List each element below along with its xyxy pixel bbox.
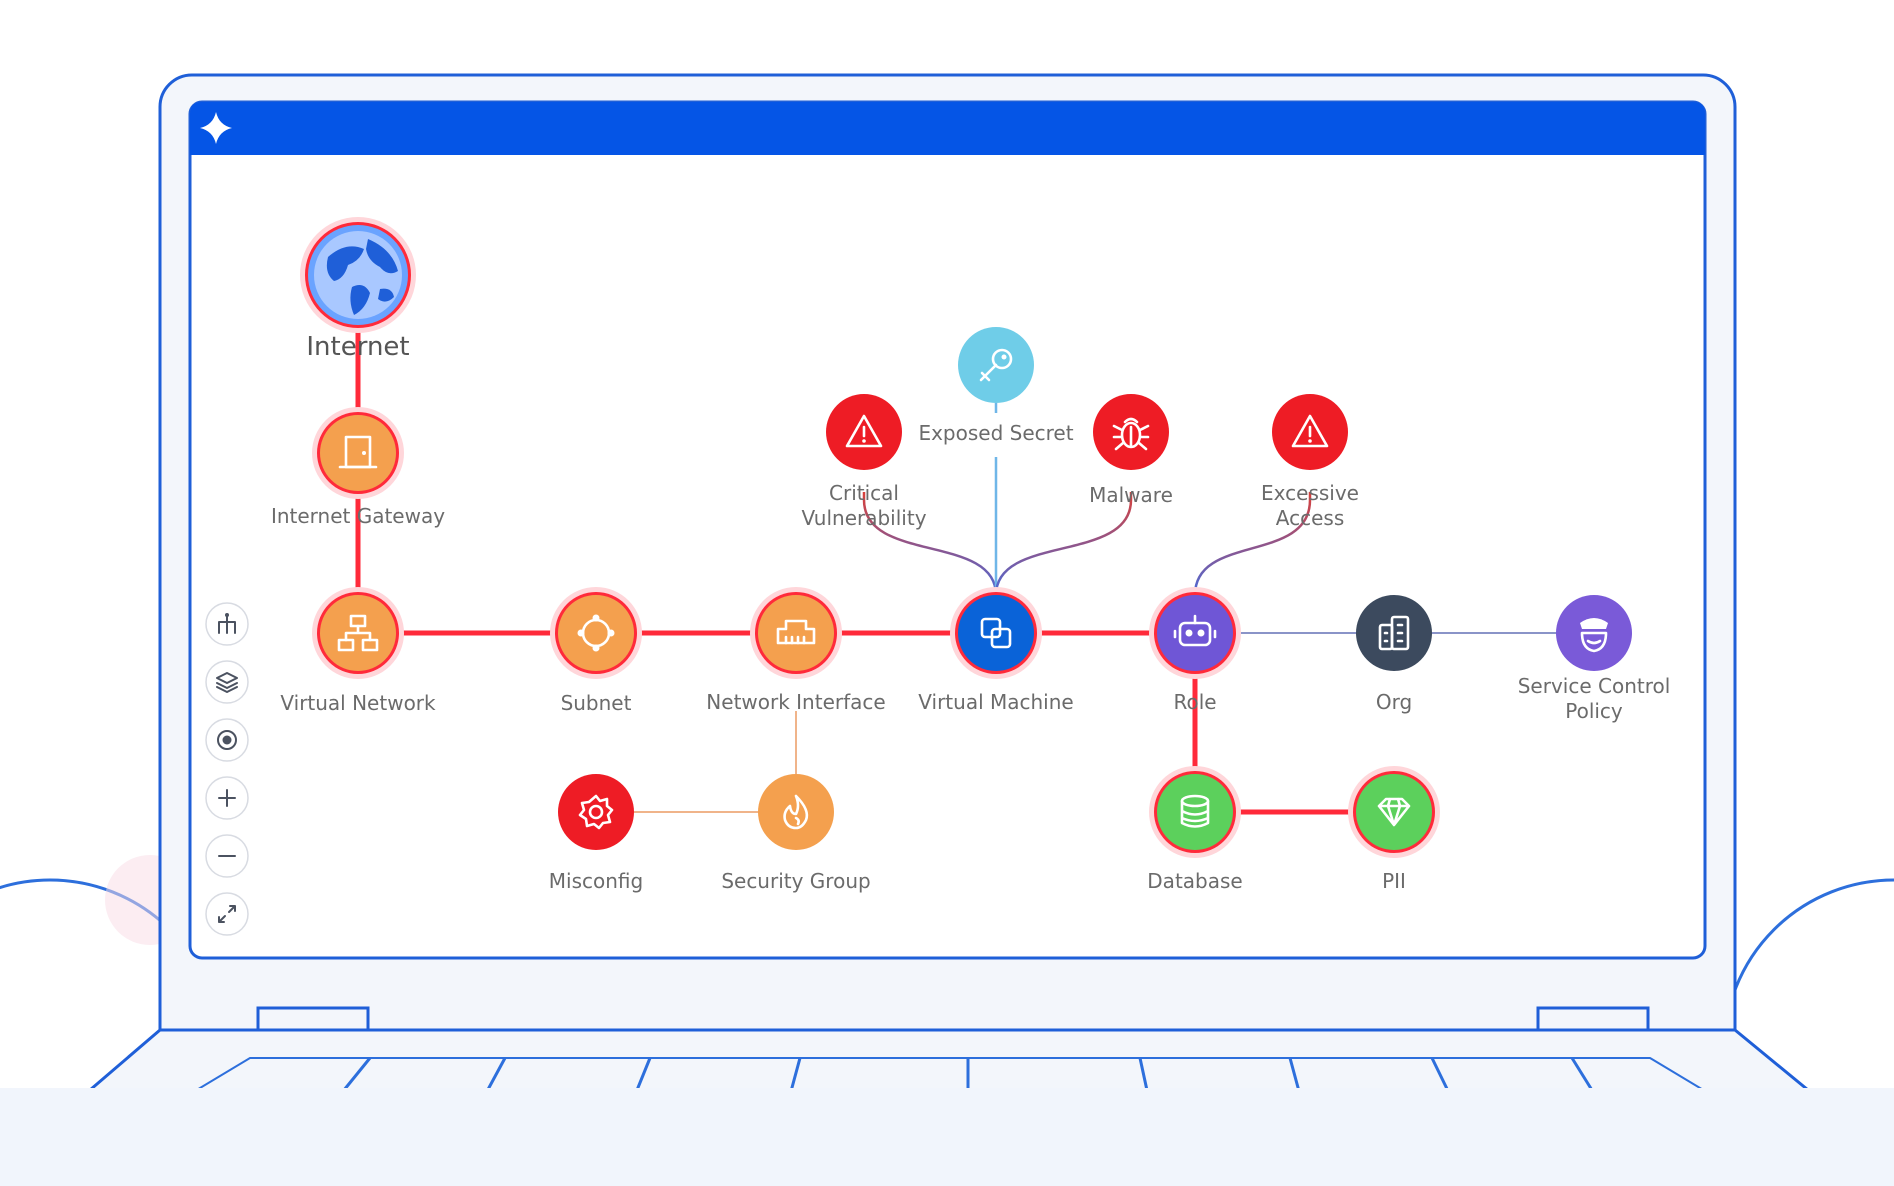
node-pii[interactable]: PII [1348,766,1440,893]
database-icon [1180,794,1210,828]
node-label-service-control-policy: Policy [1565,699,1623,723]
node-label-virtual-network: Virtual Network [280,691,436,715]
node-security-group[interactable]: Security Group [721,774,871,893]
sparkle-logo-icon[interactable] [200,112,232,144]
node-role[interactable]: Role [1149,587,1241,714]
node-network-interface[interactable]: Network Interface [706,587,886,714]
node-label-internet-gateway: Internet Gateway [271,504,445,528]
focus-button[interactable] [205,718,249,762]
node-label-critical-vulnerability: Vulnerability [801,506,926,530]
warning-icon [845,414,883,448]
hierarchy-icon [218,613,236,634]
node-label-security-group: Security Group [721,869,870,893]
robot-icon [1173,614,1217,647]
node-internet-gateway[interactable]: Internet Gateway [271,407,445,528]
expand-icon [218,905,236,923]
node-label-misconfig: Misconfig [549,869,643,893]
node-virtual-network[interactable]: Virtual Network [280,587,436,715]
plus-icon [218,789,236,807]
node-misconfig[interactable]: Misconfig [549,774,643,893]
node-label-critical-vulnerability: Critical [829,481,899,505]
edge-excessive-access-to-role [1193,492,1312,596]
node-label-network-interface: Network Interface [706,690,885,714]
subnet-icon [577,614,615,652]
node-label-excessive-access: Access [1276,506,1344,530]
globe-icon [314,231,402,319]
door-icon [338,435,378,469]
target-icon [217,730,237,750]
node-label-subnet: Subnet [561,691,632,715]
copy-icon [980,617,1012,649]
ethernet-icon [776,619,816,645]
key-icon [979,348,1013,382]
node-label-malware: Malware [1089,483,1173,507]
edge-critical-vulnerability-to-virtual-machine [862,492,998,596]
graph-controls [205,602,249,936]
screen [188,100,1707,960]
node-label-virtual-machine: Virtual Machine [918,690,1073,714]
police-icon [1580,618,1608,653]
node-database[interactable]: Database [1147,766,1243,893]
node-label-exposed-secret: Exposed Secret [918,421,1073,445]
layout-button[interactable] [205,602,249,646]
app-header-bar [190,102,1705,155]
zoom-in-button[interactable] [205,776,249,820]
node-internet[interactable]: Internet [300,217,416,362]
node-virtual-machine[interactable]: Virtual Machine [918,587,1074,714]
layers-icon [216,672,238,693]
node-label-internet: Internet [306,332,409,362]
flame-icon [783,794,809,830]
bug-icon [1112,417,1150,451]
diamond-icon [1377,797,1411,827]
node-label-pii: PII [1382,869,1406,893]
fit-button[interactable] [205,892,249,936]
layers-button[interactable] [205,660,249,704]
node-label-org: Org [1376,690,1412,714]
node-label-excessive-access: Excessive [1261,481,1359,505]
building-icon [1378,615,1410,651]
footer-strip [0,1088,1894,1186]
warning-icon [1291,414,1329,448]
gear-icon [578,794,614,830]
node-org[interactable]: Org [1356,595,1432,714]
node-subnet[interactable]: Subnet [550,587,642,715]
node-exposed-secret[interactable]: Exposed Secret [918,327,1074,445]
zoom-out-button[interactable] [205,834,249,878]
node-malware[interactable]: Malware [1089,394,1173,507]
node-label-role: Role [1173,690,1216,714]
edge-malware-to-virtual-machine [994,492,1133,596]
network-icon [337,614,379,652]
node-label-service-control-policy: Service Control [1518,674,1671,698]
node-label-database: Database [1147,869,1242,893]
